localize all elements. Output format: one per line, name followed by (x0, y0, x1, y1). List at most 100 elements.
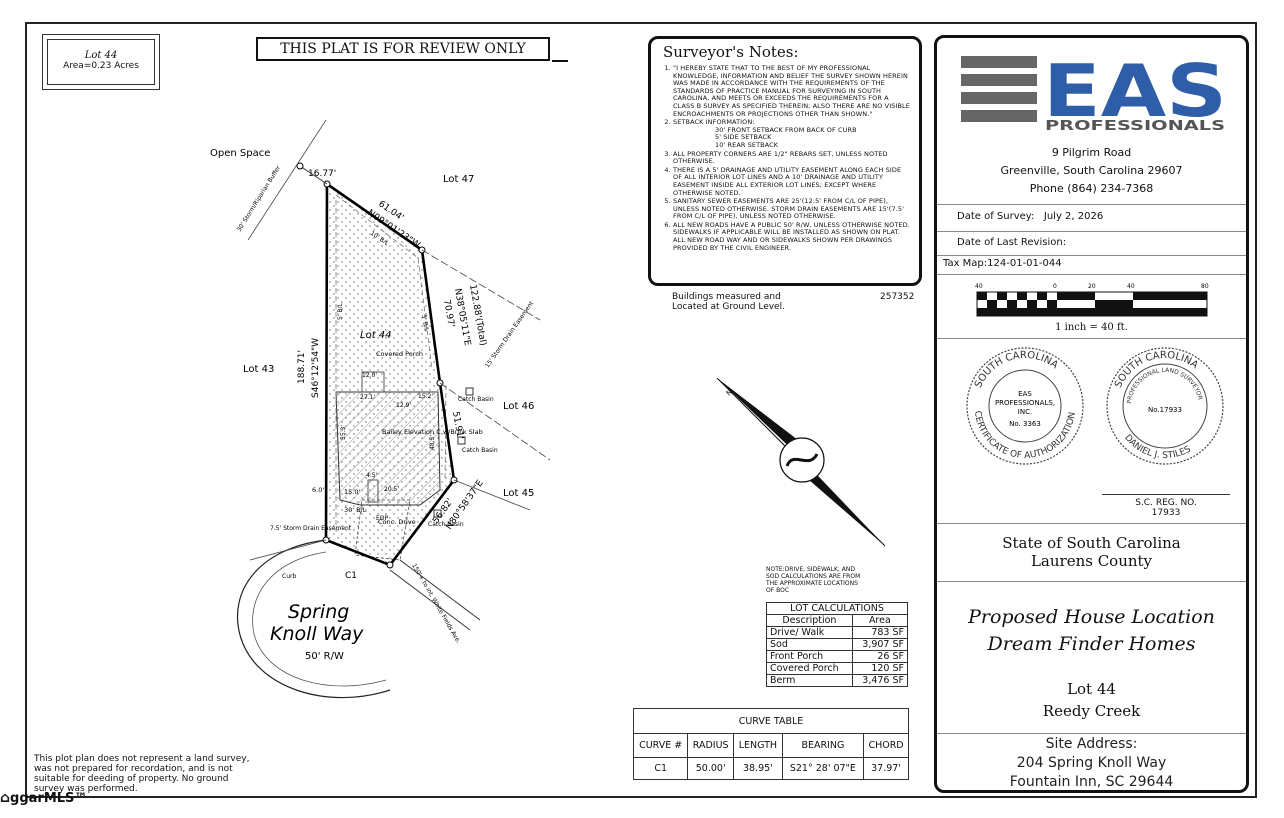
street-right (389, 569, 471, 631)
svg-text:PROFESSIONALS,: PROFESSIONALS, (995, 399, 1055, 407)
bearing-s46: S46°12'54"W (311, 338, 321, 398)
dim-485: 48.5' (429, 435, 436, 450)
svg-text:CERTIFICATE OF AUTHORIZATION: CERTIFICATE OF AUTHORIZATION (972, 410, 1078, 461)
banner-underline (552, 60, 568, 62)
note-5: SANITARY SEWER EASEMENTS ARE 25'(12.5' F… (673, 197, 911, 221)
svg-text:EAS: EAS (1018, 390, 1032, 398)
house-icon: ⌂ (0, 790, 11, 806)
concrete-drive (354, 499, 411, 561)
street-curb (236, 539, 391, 699)
seal-authorization: SOUTH CAROLINA CERTIFICATE OF AUTHORIZAT… (966, 347, 1084, 465)
svg-text:20: 20 (1088, 283, 1096, 290)
front-porch (367, 479, 379, 503)
label-catch-basin-2: Catch Basin (462, 447, 498, 454)
label-conc-drive: Conc. Drive (378, 518, 416, 526)
label-catch-basin-3: Catch Basin (428, 521, 464, 528)
tax-map: Tax Map:124-01-01-044 (943, 258, 1062, 269)
notes-list: "I HEREBY STATE THAT TO THE BEST OF MY P… (659, 64, 911, 252)
label-row: 50' R/W (305, 651, 344, 662)
label-open-space: Open Space (210, 148, 270, 159)
dim-45: 4.5' (366, 472, 378, 479)
dim-129: 12.9' (396, 402, 411, 409)
street-curb-inner (252, 551, 387, 687)
company-address: 9 Pilgrim Road Greenville, South Carolin… (1000, 146, 1183, 195)
svg-text:No.17933: No.17933 (1148, 406, 1182, 414)
buildings-note: Buildings measured and Located at Ground… (672, 292, 785, 312)
date-of-survey: Date of Survey: July 2, 2026 (957, 211, 1104, 222)
mls-logo: ⌂ggarMLS™ (0, 790, 88, 806)
scale-bar: 40 0 20 40 80 (975, 283, 1209, 317)
review-banner: THIS PLAT IS FOR REVIEW ONLY (256, 37, 550, 61)
svg-text:40: 40 (975, 283, 983, 290)
site-address: Site Address: 204 Spring Knoll Way Fount… (1009, 736, 1174, 790)
drawing-frame (25, 22, 1257, 798)
street-name-2: Knoll Way (270, 623, 364, 645)
label-house: Bailey Elevation C w/Brick Slab (382, 428, 483, 436)
lot-box-title: Lot 44 (84, 50, 118, 61)
label-lot-43: Lot 43 (243, 364, 274, 375)
label-catch-basin-1: Catch Basin (458, 396, 494, 403)
label-covered-porch: Covered Porch (376, 350, 423, 358)
dim-70-97: 70.97' (441, 299, 456, 329)
svg-text:80: 80 (1201, 283, 1209, 290)
plat-drawing: Open Space Lot 47 Lot 43 Lot 46 Lot 45 L… (210, 119, 551, 699)
dim-6: 6.0' (312, 486, 324, 494)
lot-box: Lot 44 Area=0.23 Acres (42, 34, 160, 90)
scale-text: 1 inch = 40 ft. (1055, 322, 1128, 333)
street-right-2 (399, 559, 481, 621)
dim-271: 27.1' (360, 394, 375, 401)
title-block: EAS PROFESSIONALS 9 Pilgrim Road Greenvi… (934, 35, 1249, 793)
drive-note: NOTE:DRIVE, SIDEWALK, AND SOD CALCULATIO… (766, 566, 861, 594)
seal-surveyor: SOUTH CAROLINA PROFESSIONAL LAND SURVEYO… (1106, 347, 1224, 465)
label-eop: EOP (376, 515, 389, 522)
svg-text:40: 40 (1127, 283, 1135, 290)
svg-text:0: 0 (1053, 283, 1057, 290)
north-label: N (725, 388, 734, 397)
note-4: THERE IS A 5' DRAINAGE AND UTILITY EASEM… (673, 166, 911, 197)
dim-16-77: 16.77' (308, 169, 336, 179)
rear-setback (335, 194, 433, 371)
dim-188-71: 188.71' (297, 350, 307, 384)
sc-reg: S.C. REG. NO.17933 (1135, 498, 1197, 518)
logo-main: EAS (1043, 52, 1227, 132)
lot-calc-title: LOT CALCULATIONS (766, 602, 908, 615)
north-arrow: N (716, 377, 886, 547)
covered-porch (361, 371, 385, 393)
dim-203: 20.5' (384, 486, 399, 493)
storm-easement-75: 7.5' Storm Drain Easement (270, 525, 352, 532)
svg-text:INC.: INC. (1018, 408, 1032, 416)
label-c1: C1 (345, 571, 357, 581)
dim-152: 15.2' (418, 393, 433, 400)
dim-553: 55.3' (340, 425, 347, 440)
surveyor-notes: Surveyor's Notes: "I HEREBY STATE THAT T… (648, 36, 922, 286)
company-logo: EAS PROFESSIONALS (961, 52, 1227, 132)
note-3: ALL PROPERTY CORNERS ARE 1/2" REBARS SET… (673, 150, 911, 166)
line-5a: 5' B/L (337, 302, 344, 320)
job-number: 257352 (880, 292, 915, 302)
dim-30: 30' B/L (344, 506, 367, 514)
street-name-1: Spring (288, 601, 349, 623)
disclaimer: This plot plan does not represent a land… (34, 754, 250, 794)
notes-title: Surveyor's Notes: (663, 43, 799, 61)
label-side-street: 150'+ to int. White Fields Ave. (410, 563, 461, 645)
dim-12: 12.0' (362, 372, 377, 379)
house-footprint (335, 391, 441, 506)
curve-table-title: CURVE TABLE (633, 708, 909, 734)
dim-15: 15.0' (344, 488, 360, 496)
date-of-revision: Date of Last Revision: (957, 237, 1067, 248)
label-lot-46: Lot 46 (503, 401, 534, 412)
storm-easement-15: 15' Storm Drain Easement (484, 300, 536, 369)
svg-text:No. 3363: No. 3363 (1009, 420, 1041, 428)
line-5b: 5' B/L (420, 314, 430, 332)
note-2: SETBACK INFORMATION: 30' FRONT SETBACK F… (673, 118, 911, 149)
dim-51-91: 51.91' (450, 411, 465, 441)
